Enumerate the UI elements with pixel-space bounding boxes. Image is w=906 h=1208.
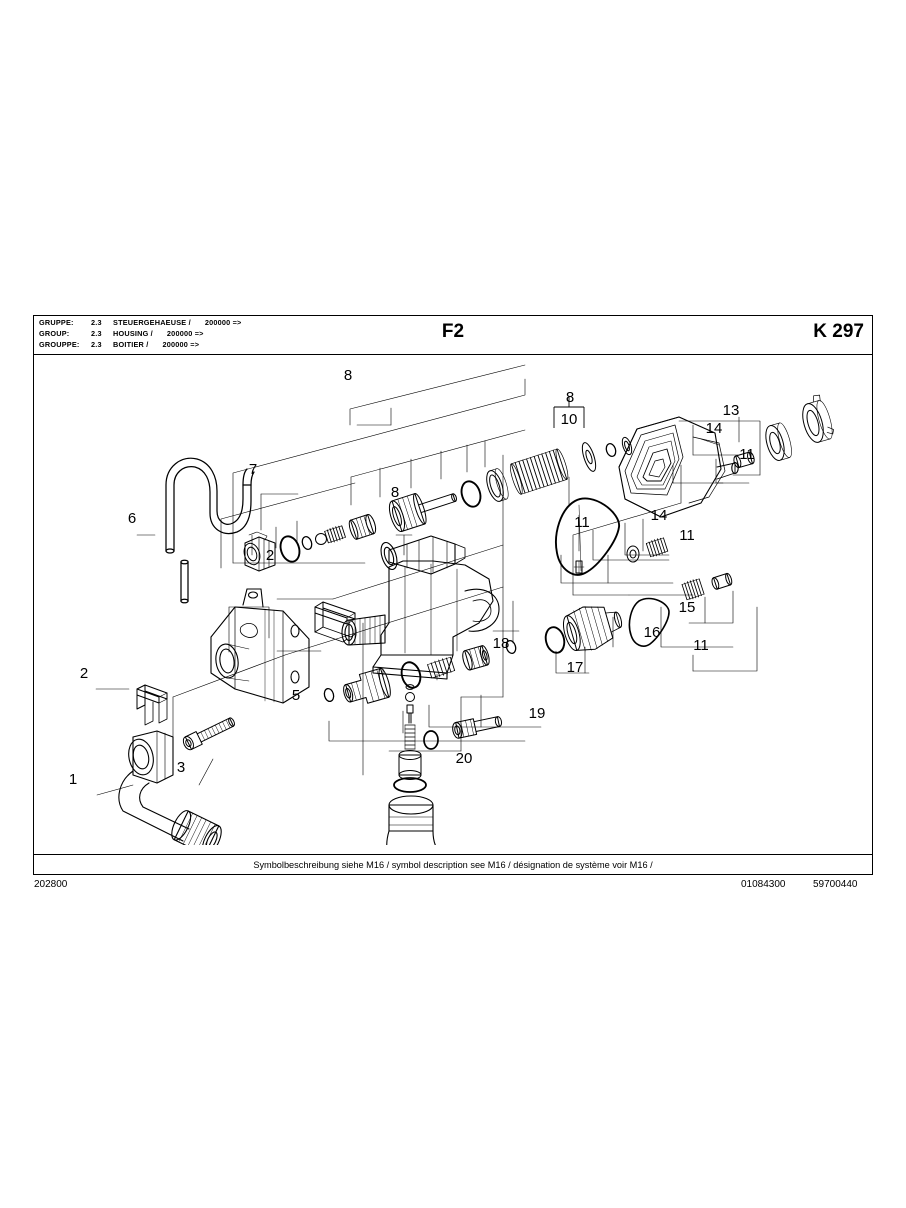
callout-3: 3 [177,759,185,776]
group-serial-en: 200000 => [166,328,204,338]
callout-10: 10 [561,411,578,428]
callout-6: 6 [128,510,136,527]
callout-15: 15 [679,599,696,616]
callout-11: 11 [739,446,755,463]
group-label-fr: GROUPPE: [39,339,80,349]
symbol-description-note: Symbolbeschreibung siehe M16 / symbol de… [33,854,873,875]
footer-codes: 202800 01084300 59700440 [33,879,873,899]
callout-11: 11 [693,637,709,654]
group-row-fr: GROUPPE: 2.3 BOITIER / 200000 => [39,340,242,351]
callout-7: 7 [249,461,257,478]
group-name-de: STEUERGEHAEUSE / [113,318,191,327]
callout-11: 11 [574,514,590,531]
group-number-en: 2.3 [91,328,102,338]
callout-2: 2 [266,547,274,564]
sheet-frame [33,315,873,875]
callout-8: 8 [391,484,399,501]
callout-16: 16 [644,624,661,641]
callout-20: 20 [456,750,473,767]
callout-14: 14 [706,420,723,437]
callout-8: 8 [344,367,352,384]
callout-5: 5 [292,687,300,704]
group-label-en: GROUP: [39,328,70,338]
machine-code: K 297 [813,321,864,342]
callout-18: 18 [493,635,510,652]
callout-13: 13 [723,402,740,419]
callout-19: 19 [529,705,546,722]
group-name-fr: BOITIER / [113,339,149,349]
drawing-number: 202800 [34,879,68,890]
group-serial-fr: 200000 => [162,339,200,349]
group-serial-de: 200000 => [204,318,242,327]
footer-code-1: 01084300 [741,879,786,890]
sheet-title: F2 [441,321,465,342]
callout-11: 11 [679,527,695,544]
group-label-de: GRUPPE: [39,318,74,327]
callout-8: 8 [566,389,574,406]
group-number-de: 2.3 [91,318,102,327]
group-name-en: HOUSING / [113,328,153,338]
group-row-en: GROUP: 2.3 HOUSING / 200000 => [39,329,242,340]
footer-code-2: 59700440 [813,879,858,890]
callout-14: 14 [651,507,668,524]
callout-1: 1 [69,771,77,788]
callout-2: 2 [80,665,88,682]
group-row-de: GRUPPE: 2.3 STEUERGEHAEUSE / 200000 => [39,318,242,329]
callout-17: 17 [567,659,584,676]
group-number-fr: 2.3 [91,339,102,349]
